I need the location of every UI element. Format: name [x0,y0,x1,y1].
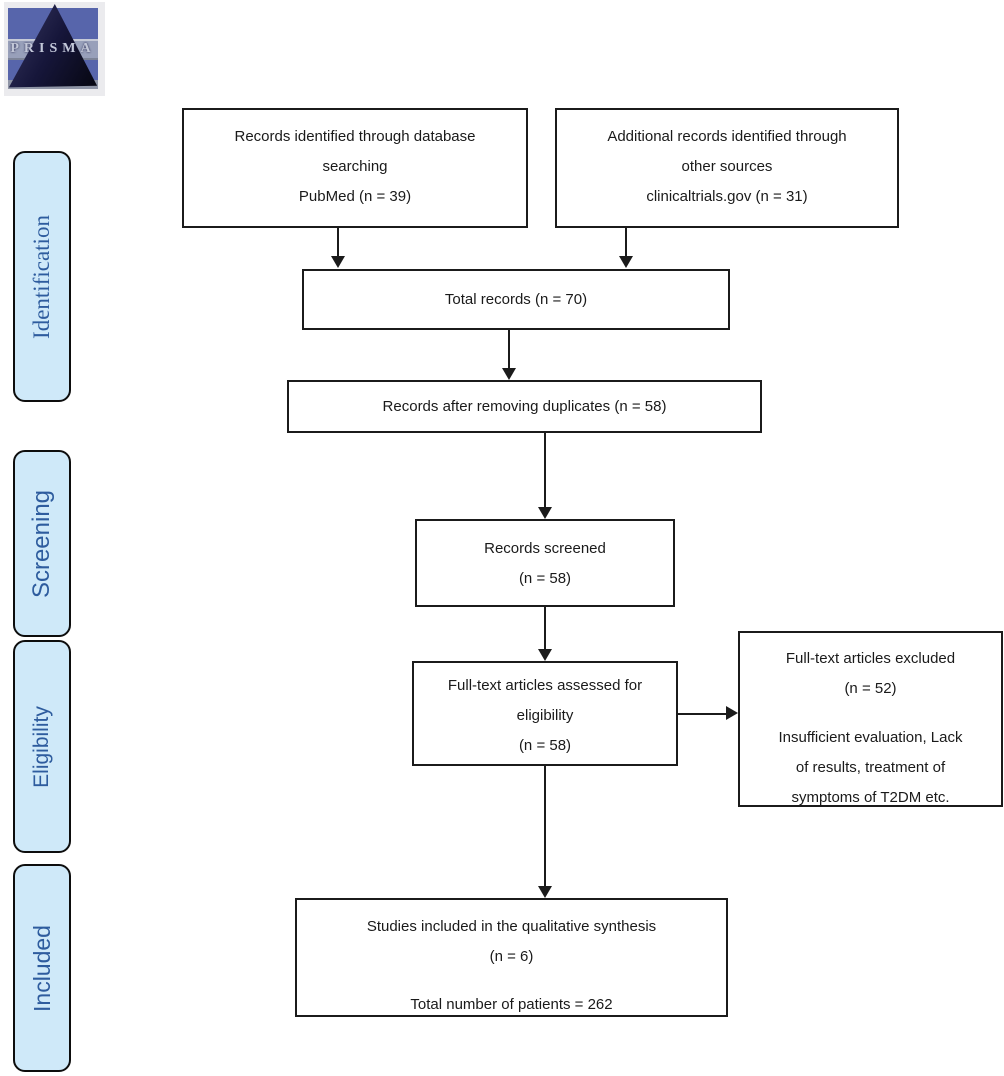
box-text-line: symptoms of T2DM etc. [791,789,950,806]
box-text-line: of results, treatment of [795,759,946,776]
box-text-line: Full-text articles excluded [785,650,956,667]
arrow-shaft [508,330,510,370]
prisma-logo-square: PRISMA [8,4,98,89]
arrow-head-icon [619,256,633,268]
total-patients-line: Total number of patients = 262 [410,996,613,1013]
box-text-line: clinicaltrials.gov (n = 31) [646,188,808,205]
box-text-line: searching [322,158,388,175]
box-text-line: Additional records identified through [607,128,847,145]
box-total-records: Total records (n = 70) [302,269,730,330]
stage-label-eligibility: Eligibility [13,640,71,853]
box-text-line: (n = 6) [489,948,534,965]
box-text-line: Records screened [484,540,606,557]
exclusion-reasons: Insufficient evaluation, Lack of results… [740,723,1001,813]
stage-label-eligibility-text: Eligibility [30,705,54,788]
box-fulltext-assessed: Full-text articles assessed for eligibil… [412,661,678,766]
box-text-line: Insufficient evaluation, Lack [778,729,963,746]
arrow-shaft [678,713,728,715]
arrow-shaft [544,433,546,509]
box-text-line: (n = 52) [844,680,897,697]
box-text-line: Full-text articles assessed for [447,677,643,694]
arrow-shaft [544,766,546,888]
arrow-head-icon [538,649,552,661]
stage-label-screening: Screening [13,450,71,637]
prisma-logo-text: PRISMA [10,41,96,56]
arrow-head-icon [538,886,552,898]
box-studies-included: Studies included in the qualitative synt… [295,898,728,1017]
arrow-shaft [337,228,339,258]
box-additional-records: Additional records identified through ot… [555,108,899,228]
box-text-line: (n = 58) [518,570,572,587]
box-records-after-duplicates: Records after removing duplicates (n = 5… [287,380,762,433]
box-text-line: other sources [681,158,773,175]
box-text-line: eligibility [516,707,574,724]
stage-label-identification-text: Identification [29,214,54,339]
box-text-line: Records identified through database [234,128,476,145]
arrow-shaft [544,607,546,651]
stage-label-included: Included [13,864,71,1072]
arrow-head-icon [331,256,345,268]
box-text-line: Records after removing duplicates (n = 5… [382,397,667,415]
box-text-line: (n = 58) [518,737,572,754]
box-text-line: Total records (n = 70) [444,290,588,308]
arrow-shaft [625,228,627,258]
stage-label-screening-text: Screening [28,489,56,598]
box-text-line: PubMed (n = 39) [298,188,412,205]
prisma-logo: PRISMA [4,2,105,96]
box-records-identified: Records identified through database sear… [182,108,528,228]
box-fulltext-excluded: Full-text articles excluded (n = 52) Ins… [738,631,1003,807]
arrow-head-icon [726,706,738,720]
arrow-head-icon [538,507,552,519]
box-text-line: Studies included in the qualitative synt… [366,918,657,935]
arrow-head-icon [502,368,516,380]
stage-label-identification: Identification [13,151,71,402]
stage-label-included-text: Included [28,924,55,1012]
box-records-screened: Records screened (n = 58) [415,519,675,607]
